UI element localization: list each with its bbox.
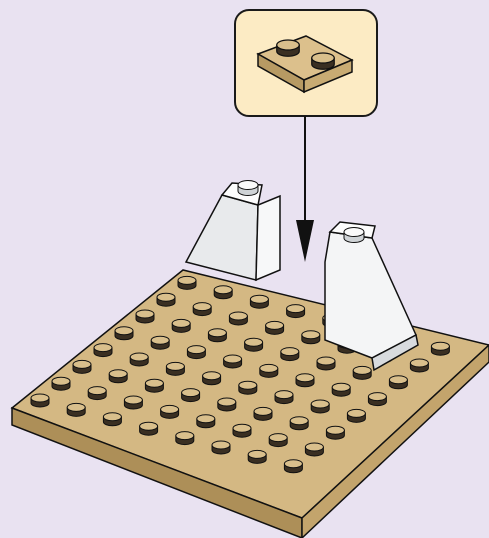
baseplate-stud <box>332 383 350 396</box>
baseplate-stud <box>389 376 407 389</box>
baseplate-stud <box>245 338 263 351</box>
baseplate-stud <box>311 400 329 413</box>
baseplate-stud <box>287 305 305 318</box>
baseplate-stud <box>140 422 158 435</box>
baseplate-stud <box>284 460 302 473</box>
baseplate-stud <box>103 413 121 426</box>
baseplate-stud <box>302 331 320 344</box>
baseplate-stud <box>176 432 194 445</box>
baseplate-stud <box>275 391 293 404</box>
baseplate-stud <box>266 321 284 334</box>
baseplate-stud <box>157 293 175 306</box>
tan-baseplate-icon <box>12 270 489 538</box>
baseplate-stud <box>269 434 287 447</box>
baseplate-stud <box>161 405 179 418</box>
baseplate-stud <box>317 357 335 370</box>
baseplate-stud <box>290 417 308 430</box>
baseplate-stud <box>347 409 365 422</box>
baseplate-stud <box>94 344 112 357</box>
baseplate-stud <box>124 396 142 409</box>
baseplate-stud <box>203 372 221 385</box>
baseplate-stud <box>208 329 226 342</box>
baseplate-stud <box>410 359 428 372</box>
baseplate-stud <box>182 389 200 402</box>
baseplate-stud <box>233 424 251 437</box>
baseplate-stud <box>368 393 386 406</box>
baseplate-stud <box>166 362 184 375</box>
baseplate-stud <box>115 327 133 340</box>
baseplate-stud <box>214 286 232 299</box>
baseplate-stud <box>193 303 211 316</box>
baseplate-stud <box>145 379 163 392</box>
baseplate-stud <box>136 310 154 323</box>
baseplate-stud <box>212 441 230 454</box>
baseplate-stud <box>73 360 91 373</box>
baseplate-stud <box>296 374 314 387</box>
baseplate-stud <box>187 346 205 359</box>
baseplate-stud <box>109 370 127 383</box>
baseplate-stud <box>172 319 190 332</box>
baseplate-stud <box>281 348 299 361</box>
baseplate-stud <box>431 342 449 355</box>
baseplate-stud <box>151 336 169 349</box>
baseplate-stud <box>305 443 323 456</box>
baseplate-stud <box>326 426 344 439</box>
white-slope-brick-left-icon <box>186 181 280 281</box>
baseplate-stud <box>130 353 148 366</box>
baseplate-stud <box>229 312 247 325</box>
placement-arrow-down-icon <box>296 116 314 262</box>
baseplate-stud <box>218 398 236 411</box>
baseplate-stud <box>88 387 106 400</box>
parts-callout <box>235 10 377 116</box>
baseplate-stud <box>239 381 257 394</box>
baseplate-stud <box>353 366 371 379</box>
baseplate-stud <box>254 407 272 420</box>
baseplate-stud <box>260 364 278 377</box>
baseplate-stud <box>250 295 268 308</box>
baseplate-stud <box>224 355 242 368</box>
baseplate-stud <box>52 377 70 390</box>
baseplate-stud <box>67 403 85 416</box>
baseplate-stud <box>197 415 215 428</box>
baseplate-stud <box>178 276 196 289</box>
baseplate-stud <box>31 394 49 407</box>
baseplate-stud <box>248 450 266 463</box>
